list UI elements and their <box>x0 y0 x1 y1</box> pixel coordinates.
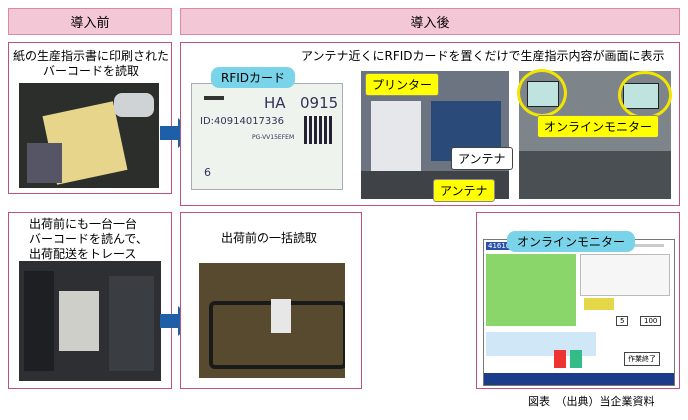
online-monitor-screen: 416104 5 100 作業終了 <box>483 239 675 386</box>
before-panel-1: 紙の生産指示書に印刷された バーコードを読取 <box>8 42 172 194</box>
monitor-label-2: オンラインモニター <box>507 231 636 252</box>
caption: 図表 （出典）当企業資料 <box>528 395 655 408</box>
card-sub-line: PG-VV15EFEM <box>252 134 295 141</box>
shipping-photo <box>19 261 161 381</box>
screen-btn1[interactable]: 5 <box>616 316 629 326</box>
after1-text: アンテナ近くにRFIDカードを置くだけで生産指示内容が画面に表示 <box>301 49 665 63</box>
card-id-line: ID:40914017336 <box>200 116 285 127</box>
header-before: 導入前 <box>8 8 172 35</box>
after2-text: 出荷前の一括読取 <box>221 231 318 245</box>
screen-code: 416104 <box>486 242 517 250</box>
antenna-label-1: アンテナ <box>451 147 513 170</box>
antenna-label-2: アンテナ <box>433 179 495 202</box>
after-panel-2: 出荷前の一括読取 <box>180 212 362 389</box>
printer-label: プリンター <box>365 73 440 96</box>
barcode-reading-photo <box>19 83 159 188</box>
rfid-card: HA 0915 ID:40914017336 PG-VV15EFEM 6 <box>191 83 343 190</box>
monitor-label-1: オンラインモニター <box>537 115 660 138</box>
bulk-read-photo <box>199 263 345 378</box>
highlight-circle-icon <box>618 71 672 119</box>
card-code-right: 0915 <box>300 94 339 112</box>
screen-btn2[interactable]: 100 <box>640 316 662 326</box>
end-work-button[interactable]: 作業終了 <box>624 352 660 366</box>
step2-text: 出荷前にも一台一台 バーコードを読んで、 出荷配送をトレース <box>29 217 148 261</box>
card-code-left: HA <box>264 94 286 112</box>
qr-code-icon <box>304 116 332 144</box>
highlight-circle-icon <box>517 69 567 117</box>
after-panel-1: アンテナ近くにRFIDカードを置くだけで生産指示内容が画面に表示 HA 0915… <box>180 42 680 206</box>
after-panel-3: 416104 5 100 作業終了 オンラインモニター <box>476 212 680 389</box>
step1-text: 紙の生産指示書に印刷された バーコードを読取 <box>13 49 170 78</box>
header-after: 導入後 <box>180 8 680 35</box>
before-panel-2: 出荷前にも一台一台 バーコードを読んで、 出荷配送をトレース <box>8 212 172 389</box>
card-bottom-num: 6 <box>204 166 211 179</box>
rfid-label: RFIDカード <box>211 67 296 88</box>
